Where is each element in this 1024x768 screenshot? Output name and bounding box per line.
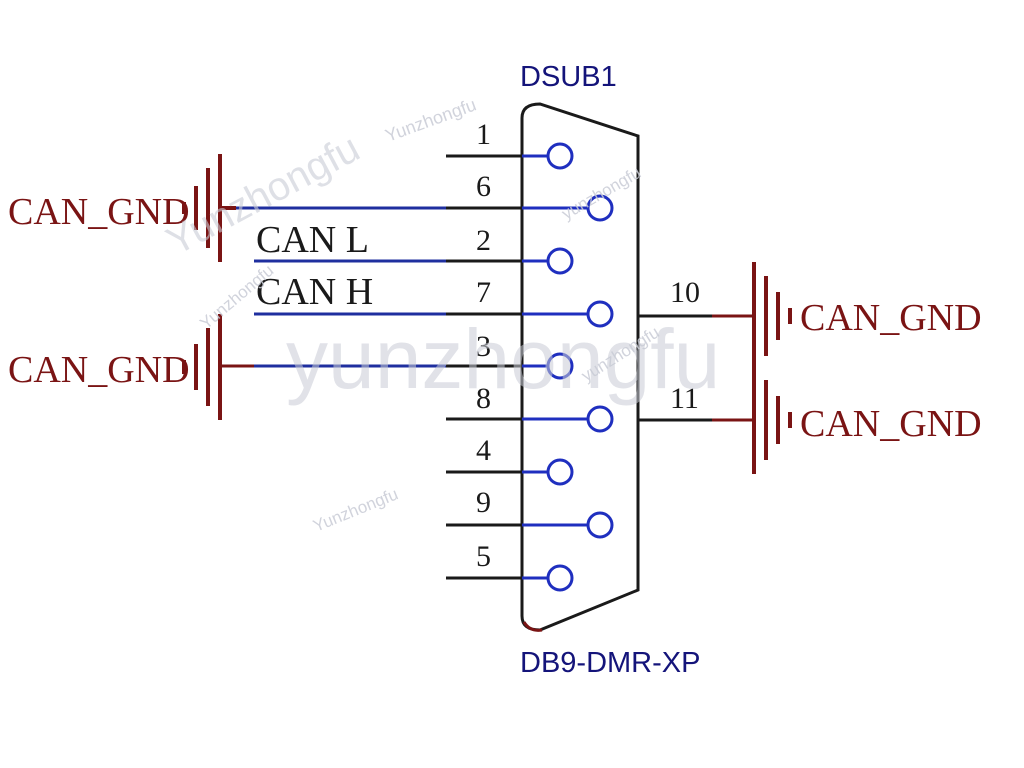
pin-6: 6 xyxy=(222,170,614,222)
pin-2-contact xyxy=(546,247,574,275)
pin-2: 2 xyxy=(254,224,574,275)
pin-2-number: 2 xyxy=(476,224,491,257)
pin-8-number: 8 xyxy=(476,382,491,415)
watermark-small-5: Yunzhongfu xyxy=(310,484,400,535)
pin-6-contact xyxy=(586,194,614,222)
connector-corner-mark xyxy=(522,621,543,632)
shell-pin-11: 11 xyxy=(638,382,752,422)
pin-4: 4 xyxy=(446,434,574,486)
pin-8: 8 xyxy=(446,382,614,433)
net-label-can-h: CAN H xyxy=(256,271,373,313)
shell-pin-10: 10 xyxy=(638,276,752,318)
pin-7-number: 7 xyxy=(476,276,491,309)
ground-symbol-right-bottom xyxy=(752,366,792,474)
pin-9-number: 9 xyxy=(476,486,491,519)
ground-label-left-bottom: CAN_GND xyxy=(8,349,190,391)
ground-symbol-left-top xyxy=(182,154,236,262)
ground-label-right-bottom: CAN_GND xyxy=(800,403,982,445)
ground-label-left-top: CAN_GND xyxy=(8,191,190,233)
pin-6-number: 6 xyxy=(476,170,491,203)
watermark-large: yunzhongfu xyxy=(286,312,720,406)
pin-5-contact xyxy=(546,564,574,592)
connector-body xyxy=(520,102,640,632)
shell-pin-11-number: 11 xyxy=(670,382,699,415)
ground-symbol-right-top xyxy=(752,262,792,370)
pin-3: 3 xyxy=(222,330,574,380)
shell-pin-10-number: 10 xyxy=(670,276,700,309)
pin-3-number: 3 xyxy=(476,330,491,363)
pin-9-contact xyxy=(586,511,614,539)
pin-5: 5 xyxy=(446,540,574,592)
pin-1-number: 1 xyxy=(476,118,491,151)
pin-9: 9 xyxy=(446,486,614,539)
ground-symbol-left-bottom xyxy=(182,314,222,420)
pin-7: 7 xyxy=(254,276,614,328)
pin-3-contact xyxy=(546,352,574,380)
ground-label-right-top: CAN_GND xyxy=(800,297,982,339)
pin-1: 1 xyxy=(446,118,574,170)
designator-label: DSUB1 xyxy=(520,61,617,93)
part-number-label: DB9-DMR-XP xyxy=(520,647,700,679)
pin-5-number: 5 xyxy=(476,540,491,573)
pin-8-contact xyxy=(586,405,614,433)
pin-1-contact xyxy=(546,142,574,170)
pin-7-contact xyxy=(586,300,614,328)
pin-4-number: 4 xyxy=(476,434,491,467)
watermark-small-1: Yunzhongfu xyxy=(383,94,479,145)
net-label-can-l: CAN L xyxy=(256,219,369,261)
pin-4-contact xyxy=(546,458,574,486)
